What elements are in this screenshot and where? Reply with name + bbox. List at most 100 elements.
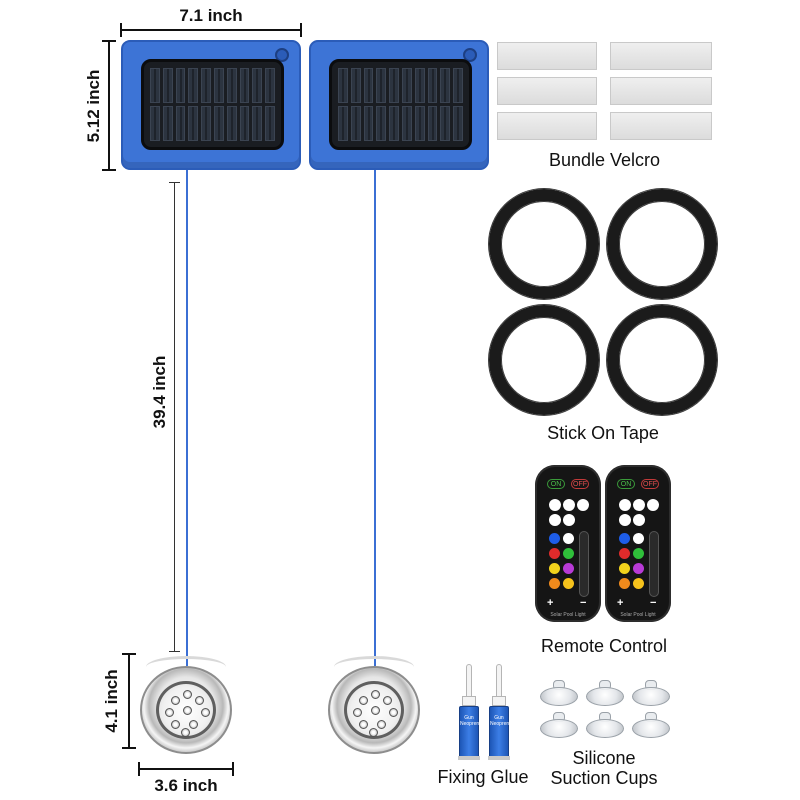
cable-left	[186, 170, 188, 666]
glue-cap-base	[492, 696, 506, 706]
glue-tube-text: Gun Neoprene	[460, 715, 482, 727]
remote-color-button	[633, 548, 644, 559]
velcro-strip	[610, 112, 712, 140]
cups-label-line2: Suction Cups	[550, 768, 658, 788]
remote-color-button	[633, 578, 644, 589]
panel-height-text: 5.12 inch	[84, 69, 103, 143]
cable-dim-tick-bottom	[169, 651, 180, 652]
remote-color-button	[633, 563, 644, 574]
remote-color-button	[563, 533, 574, 544]
velcro-strip	[497, 112, 597, 140]
remote-timer-button	[619, 499, 631, 511]
remote-timer-button	[549, 499, 561, 511]
panel-width-text: 7.1 inch	[179, 6, 243, 25]
remote-color-button	[549, 578, 560, 589]
remote-timer-button	[577, 499, 589, 511]
panel-height-dimension: 5.12 inch	[84, 40, 116, 171]
glue-nozzle	[496, 664, 502, 698]
remote-on-button: ON	[547, 479, 565, 489]
panel-height-dim-tick-bottom	[102, 169, 116, 171]
remote-color-button	[549, 548, 560, 559]
glue-crimp	[488, 756, 510, 760]
velcro-strip	[497, 42, 597, 70]
light-lens	[156, 681, 216, 739]
remote-footer-text: Solar Pool Light	[550, 612, 586, 618]
glue-nozzle	[466, 664, 472, 698]
remote-timer-button	[619, 514, 631, 526]
panel-height-dim-line	[108, 40, 110, 171]
suction-cup	[586, 712, 624, 738]
panel-height-dim-tick-top	[102, 40, 116, 42]
remote-color-button	[633, 533, 644, 544]
remote-off-button: OFF	[571, 479, 589, 489]
light-height-dimension: 4.1 inch	[102, 653, 140, 749]
remote-timer-button	[633, 499, 645, 511]
remote-timer-button	[563, 499, 575, 511]
light-width-dimension: 3.6 inch	[138, 760, 234, 796]
velcro-strip	[610, 42, 712, 70]
hanging-hole-icon	[275, 48, 289, 62]
panel-width-dim-tick-left	[120, 23, 122, 37]
remote-color-button	[563, 563, 574, 574]
hanging-hole-icon	[463, 48, 477, 62]
cups-label-line1: Silicone	[572, 748, 636, 768]
glue-tube-text: Gun Neoprene	[490, 715, 512, 727]
remote-timer-button	[549, 514, 561, 526]
glue-tube-right: Gun Neoprene	[486, 664, 512, 762]
suction-cup	[632, 680, 670, 706]
pool-light-left	[136, 656, 236, 756]
solar-panel-right	[309, 40, 489, 170]
cable-dim-tick-top	[169, 182, 180, 183]
glue-body: Gun Neoprene	[489, 706, 512, 758]
remote-brightness-column	[579, 531, 589, 597]
remote-color-button	[619, 563, 630, 574]
glue-crimp	[458, 756, 480, 760]
suction-cup	[632, 712, 670, 738]
remote-timer-button	[647, 499, 659, 511]
light-width-dim-line	[138, 768, 234, 770]
tape-ring	[607, 189, 717, 299]
cable-length-dimension: 39.4 inch	[150, 182, 190, 652]
suction-cup	[540, 680, 578, 706]
remote-brightness-column	[649, 531, 659, 597]
remote-plus-icon: +	[547, 597, 554, 609]
remote-minus-icon: −	[580, 597, 587, 609]
remote-control-right: ON OFF + − Solar Pool Light	[605, 465, 671, 622]
remote-minus-icon: −	[650, 597, 657, 609]
solar-panel-left	[121, 40, 301, 170]
tape-label: Stick On Tape	[547, 423, 659, 443]
light-width-dim-tick-left	[138, 762, 140, 776]
velcro-strip	[610, 77, 712, 105]
solar-cell-area	[329, 59, 472, 150]
remote-color-button	[549, 563, 560, 574]
velcro-label: Bundle Velcro	[548, 150, 661, 170]
cable-dim-line	[174, 182, 175, 652]
panel-width-dimension: 7.1 inch	[120, 4, 302, 37]
light-height-dim-tick-bottom	[122, 747, 136, 749]
glue-tube-left: Gun Neoprene	[456, 664, 482, 762]
cable-length-text: 39.4 inch	[150, 342, 170, 442]
remote-control-left: ON OFF + − Solar Pool Light	[535, 465, 601, 622]
glue-cap-base	[462, 696, 476, 706]
light-height-dim-line	[128, 653, 130, 749]
pool-light-right	[324, 656, 424, 756]
panel-width-dim-line	[120, 29, 302, 31]
suction-cup	[586, 680, 624, 706]
light-width-dim-tick-right	[232, 762, 234, 776]
remote-on-button: ON	[617, 479, 635, 489]
light-hanger	[146, 656, 226, 678]
remote-color-button	[619, 533, 630, 544]
tape-ring	[489, 305, 599, 415]
remote-color-button	[619, 578, 630, 589]
glue-body: Gun Neoprene	[459, 706, 482, 758]
light-width-text: 3.6 inch	[154, 776, 218, 795]
panel-width-dim-tick-right	[300, 23, 302, 37]
light-height-text: 4.1 inch	[102, 661, 122, 741]
remote-off-button: OFF	[641, 479, 659, 489]
solar-cell-area	[141, 59, 284, 150]
suction-cup	[540, 712, 578, 738]
remote-timer-button	[563, 514, 575, 526]
remote-color-button	[549, 533, 560, 544]
glue-label: Fixing Glue	[437, 767, 529, 787]
tape-ring	[489, 189, 599, 299]
